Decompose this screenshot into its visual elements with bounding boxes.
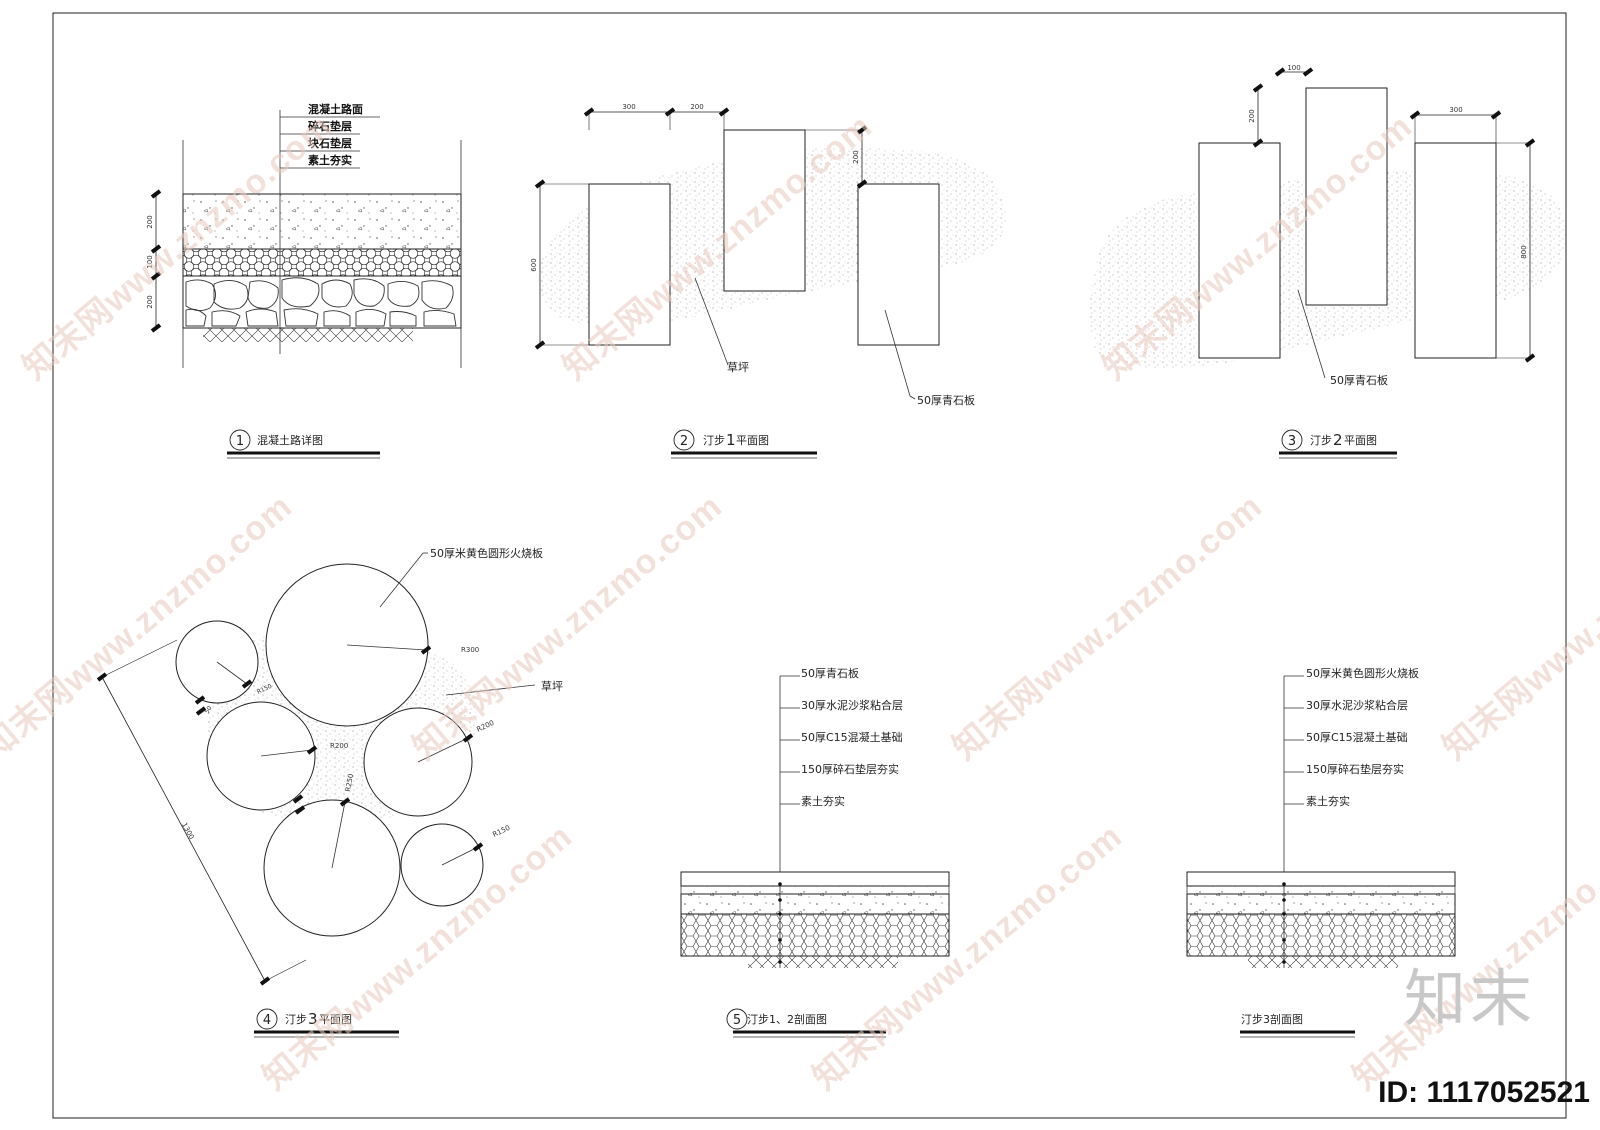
panel-3-stepping-stone-2-plan: 100 200 300 800 50厚青石板 3 汀步 2 平面图 (1090, 64, 1567, 459)
label-round-plate: 50厚米黄色圆形火烧板 (430, 546, 543, 560)
panel-4-title-num: 3 (308, 1010, 318, 1028)
panel-1-title: 混凝土路详图 (257, 433, 323, 447)
section-layer-2: 30厚水泥沙浆粘合层 (1306, 698, 1408, 712)
gravel-layer (182, 248, 462, 277)
compacted-earth (1248, 956, 1398, 968)
section-layer-5: 素土夯实 (1306, 794, 1350, 808)
panel-3-title-num: 2 (1333, 431, 1343, 449)
gravel-base-layer (1186, 913, 1456, 957)
section-layer-3: 50厚C15混凝土基础 (801, 730, 903, 744)
panel-5-title: 汀步1、2剖面图 (747, 1012, 827, 1026)
panel-5-title-number: 5 (733, 1013, 741, 1028)
dim-top-300: 300 (622, 103, 635, 111)
concrete-layer (182, 193, 462, 250)
panel-2-title-num: 1 (726, 431, 736, 449)
dim-100: 100 (146, 255, 154, 268)
label-bluestone: 50厚青石板 (917, 393, 975, 407)
block-stones (185, 277, 457, 327)
panel-1-concrete-path-detail: 200 100 200 混凝土路面 碎石垫层 块石垫层 素土夯实 1 混凝土路详… (146, 102, 462, 459)
panel-4-title-text: 汀步 (285, 1013, 307, 1026)
panel-2-title-number: 2 (680, 434, 688, 449)
layer-label-earth: 素土夯实 (308, 153, 352, 167)
round-plate-layer (1186, 871, 1456, 887)
label-bluestone: 50厚青石板 (1330, 373, 1388, 387)
dim-200-top: 200 (146, 215, 154, 228)
radius-label-r250: R250 (344, 773, 355, 792)
mortar-layer (1186, 885, 1456, 895)
section-layer-1: 50厚青石板 (801, 666, 859, 680)
panel-4-title-number: 4 (263, 1013, 271, 1028)
dim-200-bottom: 200 (146, 295, 154, 308)
radius-label-r150-b: R150 (491, 824, 511, 839)
panel-4-stepping-stone-3-plan: R300 R150 R200 R200 R250 R150 50 1300 50… (96, 546, 563, 1038)
section-layer-5: 素土夯实 (801, 794, 845, 808)
radius-label-r200-b: R200 (475, 719, 495, 734)
layer-label-gravel: 碎石垫层 (308, 119, 352, 133)
concrete-base-layer (1186, 893, 1456, 915)
panel-3-title-tail: 平面图 (1344, 434, 1377, 447)
panel-1-title-number: 1 (236, 434, 244, 449)
section-layer-4: 150厚碎石垫层夯实 (1306, 762, 1404, 776)
gravel-base-layer (680, 913, 950, 957)
brand-logo: 知末 (1403, 962, 1536, 1035)
stone-slab-1 (1198, 142, 1281, 359)
section-layer-1: 50厚米黄色圆形火烧板 (1306, 666, 1419, 680)
stone-slab-3 (857, 183, 940, 346)
section-layer-4: 150厚碎石垫层夯实 (801, 762, 899, 776)
dim-right-200: 200 (852, 150, 860, 163)
panel-2-title-text: 汀步 (703, 434, 725, 447)
panel-5-stepping-stone-1-2-section: 50厚青石板 30厚水泥沙浆粘合层 50厚C15混凝土基础 150厚碎石垫层夯实… (680, 666, 950, 1038)
stone-slab-2 (723, 129, 806, 292)
compacted-earth (203, 328, 413, 342)
dim-left-200: 200 (1248, 109, 1256, 122)
radius-label-r200-a: R200 (330, 742, 348, 750)
dim-left-600: 600 (530, 258, 538, 271)
panel-6-title: 汀步3剖面图 (1241, 1012, 1303, 1026)
panel-2-stepping-stone-1-plan: 300 200 200 600 草坪 50厚青石板 2 汀步 1 平面图 (530, 103, 1006, 459)
section-layer-3: 50厚C15混凝土基础 (1306, 730, 1408, 744)
sheet-border (52, 12, 1567, 1119)
id-tag: ID: 1117052521 (1378, 1076, 1590, 1109)
dim-right-800: 800 (1520, 245, 1528, 258)
dim-top-100: 100 (1287, 64, 1300, 72)
label-grass: 草坪 (727, 361, 749, 374)
concrete-base-layer (680, 893, 950, 915)
radius-label-r300: R300 (461, 646, 479, 654)
panel-6-stepping-stone-3-section: 50厚米黄色圆形火烧板 30厚水泥沙浆粘合层 50厚C15混凝土基础 150厚碎… (1186, 666, 1456, 1038)
dim-top-300: 300 (1449, 106, 1462, 114)
layer-label-block-stone: 块石垫层 (308, 136, 352, 150)
label-grass: 草坪 (541, 680, 563, 693)
compacted-earth (748, 956, 898, 968)
mortar-layer (680, 885, 950, 895)
panel-3-title-number: 3 (1288, 434, 1296, 449)
stone-slab-3 (1414, 142, 1497, 359)
panel-4-title-tail: 平面图 (319, 1013, 352, 1026)
dim-diagonal-1300: 1300 (180, 821, 195, 840)
dim-small-50: 50 (204, 705, 214, 715)
dim-top-200: 200 (690, 103, 703, 111)
panel-2-title-tail: 平面图 (736, 434, 769, 447)
section-layer-2: 30厚水泥沙浆粘合层 (801, 698, 903, 712)
stone-slab-2 (1305, 87, 1388, 306)
panel-3-title-text: 汀步 (1310, 434, 1332, 447)
stone-slab-1 (588, 183, 671, 346)
stone-slab-layer (680, 871, 950, 887)
layer-label-concrete: 混凝土路面 (308, 102, 363, 116)
